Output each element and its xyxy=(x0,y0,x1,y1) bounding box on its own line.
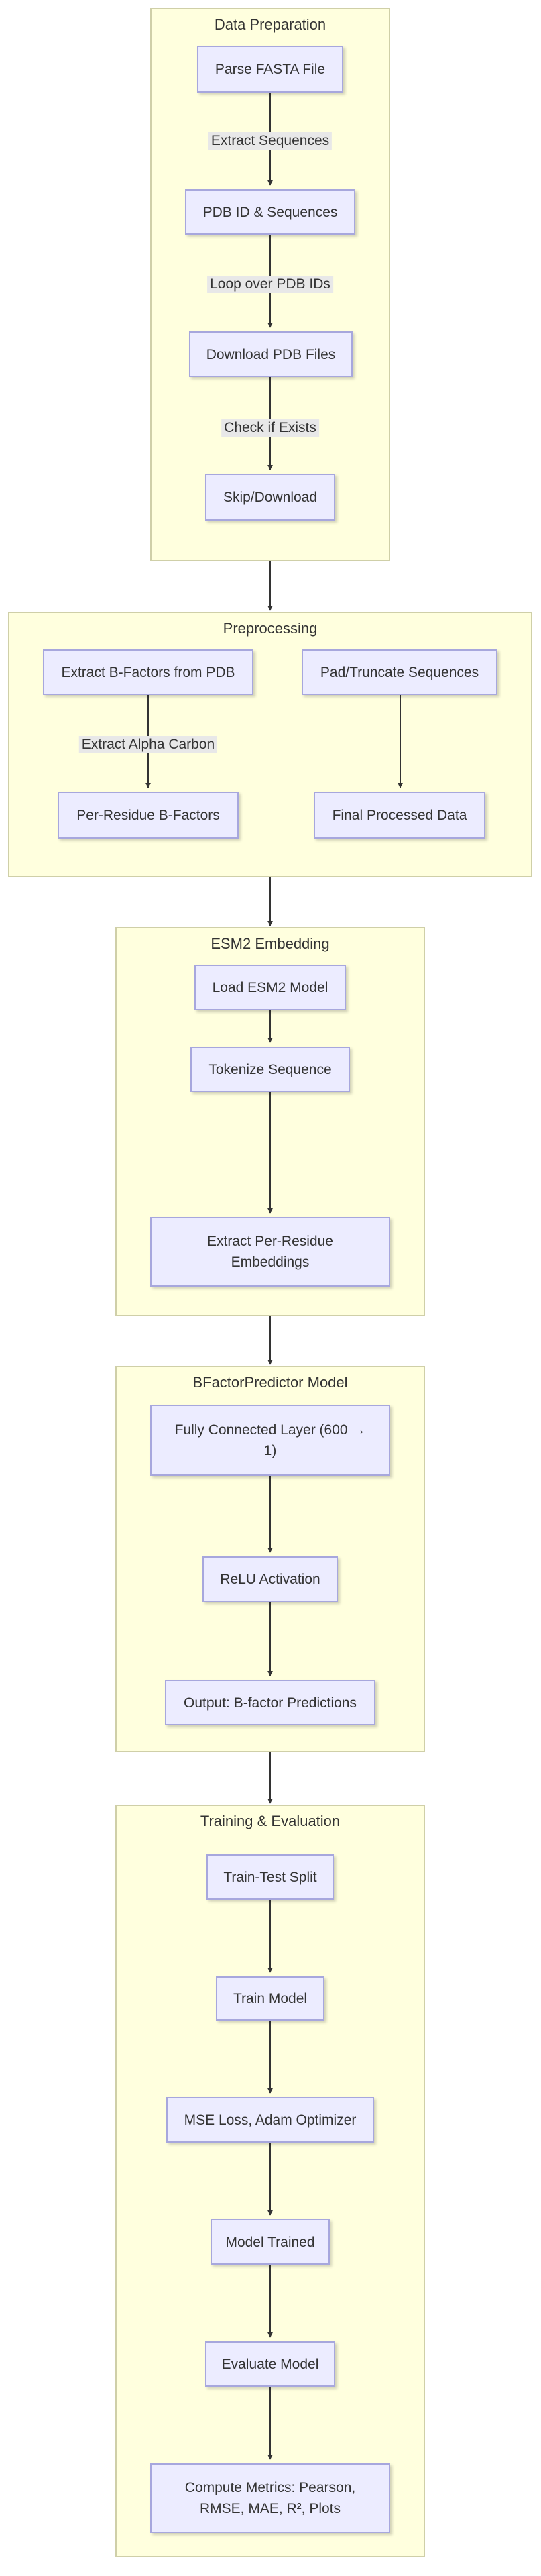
node-parse-fasta: Parse FASTA File xyxy=(197,46,343,93)
node-load-esm2: Load ESM2 Model xyxy=(194,965,346,1010)
node-compute-metrics: Compute Metrics: Pearson, RMSE, MAE, R²,… xyxy=(150,2463,390,2533)
node-mse-adam: MSE Loss, Adam Optimizer xyxy=(166,2097,374,2143)
node-pad-truncate: Pad/Truncate Sequences xyxy=(302,649,497,695)
cluster-title: Preprocessing xyxy=(223,620,318,637)
node-pdb-id-sequences: PDB ID & Sequences xyxy=(185,189,355,235)
cluster-title: ESM2 Embedding xyxy=(211,935,330,952)
node-evaluate-model: Evaluate Model xyxy=(205,2341,335,2387)
node-extract-embeddings: Extract Per-Residue Embeddings xyxy=(150,1217,390,1287)
node-final-processed: Final Processed Data xyxy=(314,792,485,839)
cluster-title: BFactorPredictor Model xyxy=(192,1374,348,1391)
node-model-trained: Model Trained xyxy=(211,2219,330,2265)
cluster-title: Training & Evaluation xyxy=(200,1813,341,1829)
node-skip-download: Skip/Download xyxy=(205,474,335,521)
edge-label-loop-pdb-ids: Loop over PDB IDs xyxy=(207,276,333,293)
edge-label-extract-alpha-carbon: Extract Alpha Carbon xyxy=(78,736,218,753)
node-per-residue-bfactors: Per-Residue B-Factors xyxy=(58,792,239,839)
cluster-title: Data Preparation xyxy=(214,16,326,33)
node-download-pdb: Download PDB Files xyxy=(189,331,353,377)
node-output: Output: B-factor Predictions xyxy=(165,1680,375,1725)
edge-label-extract-sequences: Extract Sequences xyxy=(208,132,333,150)
node-relu: ReLU Activation xyxy=(202,1556,338,1602)
node-extract-bfactors: Extract B-Factors from PDB xyxy=(43,649,253,695)
node-tokenize: Tokenize Sequence xyxy=(190,1046,350,1092)
edge-label-check-exists: Check if Exists xyxy=(221,419,319,437)
node-train-model: Train Model xyxy=(216,1976,324,2021)
node-fc-layer: Fully Connected Layer (600 → 1) xyxy=(150,1405,390,1476)
node-train-test-split: Train-Test Split xyxy=(206,1854,334,1900)
